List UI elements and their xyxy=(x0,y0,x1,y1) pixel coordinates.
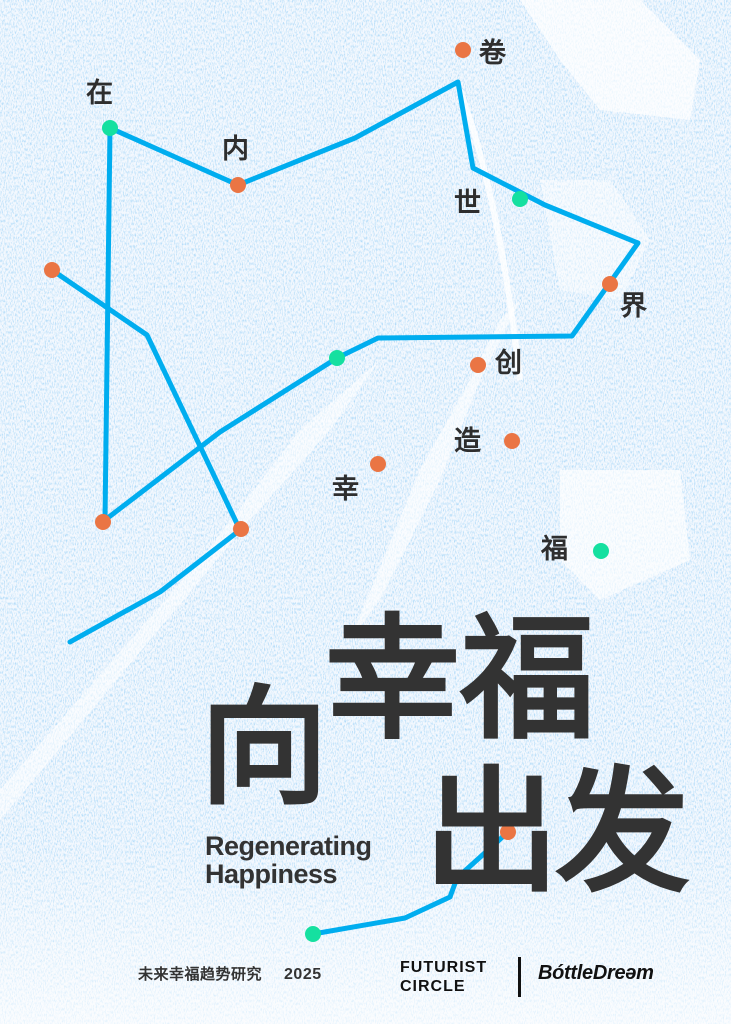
title-char-fa: 发 xyxy=(555,754,690,911)
map-label-zai: 在 xyxy=(86,78,113,109)
map-label-xing: 幸 xyxy=(332,474,359,505)
report-year: 2025 xyxy=(284,966,322,983)
map-label-nei: 内 xyxy=(222,134,249,165)
footer-report-info: 未来幸福趋势研究 2025 xyxy=(138,963,322,984)
route-line-bottom xyxy=(310,829,511,937)
dot-orange-zao xyxy=(504,433,520,449)
title-char-fu: 福 xyxy=(460,601,595,758)
futurist-line-1: FUTURIST xyxy=(400,959,488,976)
title-char-xing: 幸 xyxy=(325,601,460,758)
dot-orange-jie xyxy=(602,276,618,292)
dot-green-fu xyxy=(593,543,609,559)
dot-green-shi xyxy=(512,191,528,207)
dot-green-mid xyxy=(329,350,345,366)
title-char-chu: 出 xyxy=(424,754,559,911)
route-line-main xyxy=(102,79,641,523)
map-label-chuang: 创 xyxy=(495,348,522,379)
logo-divider xyxy=(518,957,521,997)
dot-orange-xing xyxy=(370,456,386,472)
map-label-zao: 造 xyxy=(454,426,481,457)
dot-orange-juan xyxy=(455,42,471,58)
map-label-jie: 界 xyxy=(620,291,647,322)
route-dots xyxy=(44,42,618,942)
title-char-xiang: 向 xyxy=(200,674,329,823)
dot-orange-nei xyxy=(230,177,246,193)
map-label-fu: 福 xyxy=(541,534,568,565)
dot-orange-chuang xyxy=(470,357,486,373)
dot-green-zai xyxy=(102,120,118,136)
subtitle-line-1: Regenerating xyxy=(205,831,372,861)
map-label-juan: 卷 xyxy=(479,38,506,69)
futurist-circle-logo: FUTURIST CIRCLE xyxy=(400,958,487,996)
route-line-secondary xyxy=(49,267,243,645)
subtitle-english: Regenerating Happiness xyxy=(205,832,372,888)
dot-orange-title xyxy=(500,824,516,840)
subtitle-line-2: Happiness xyxy=(205,859,338,889)
dot-orange-lower-left xyxy=(95,514,111,530)
dot-green-start xyxy=(305,926,321,942)
dot-orange-lower-mid xyxy=(233,521,249,537)
map-label-shi: 世 xyxy=(454,188,481,219)
dot-orange-left xyxy=(44,262,60,278)
bottledream-logo: BóttleDreəm xyxy=(538,962,654,984)
futurist-line-2: CIRCLE xyxy=(400,978,466,995)
report-name: 未来幸福趋势研究 xyxy=(138,965,263,983)
